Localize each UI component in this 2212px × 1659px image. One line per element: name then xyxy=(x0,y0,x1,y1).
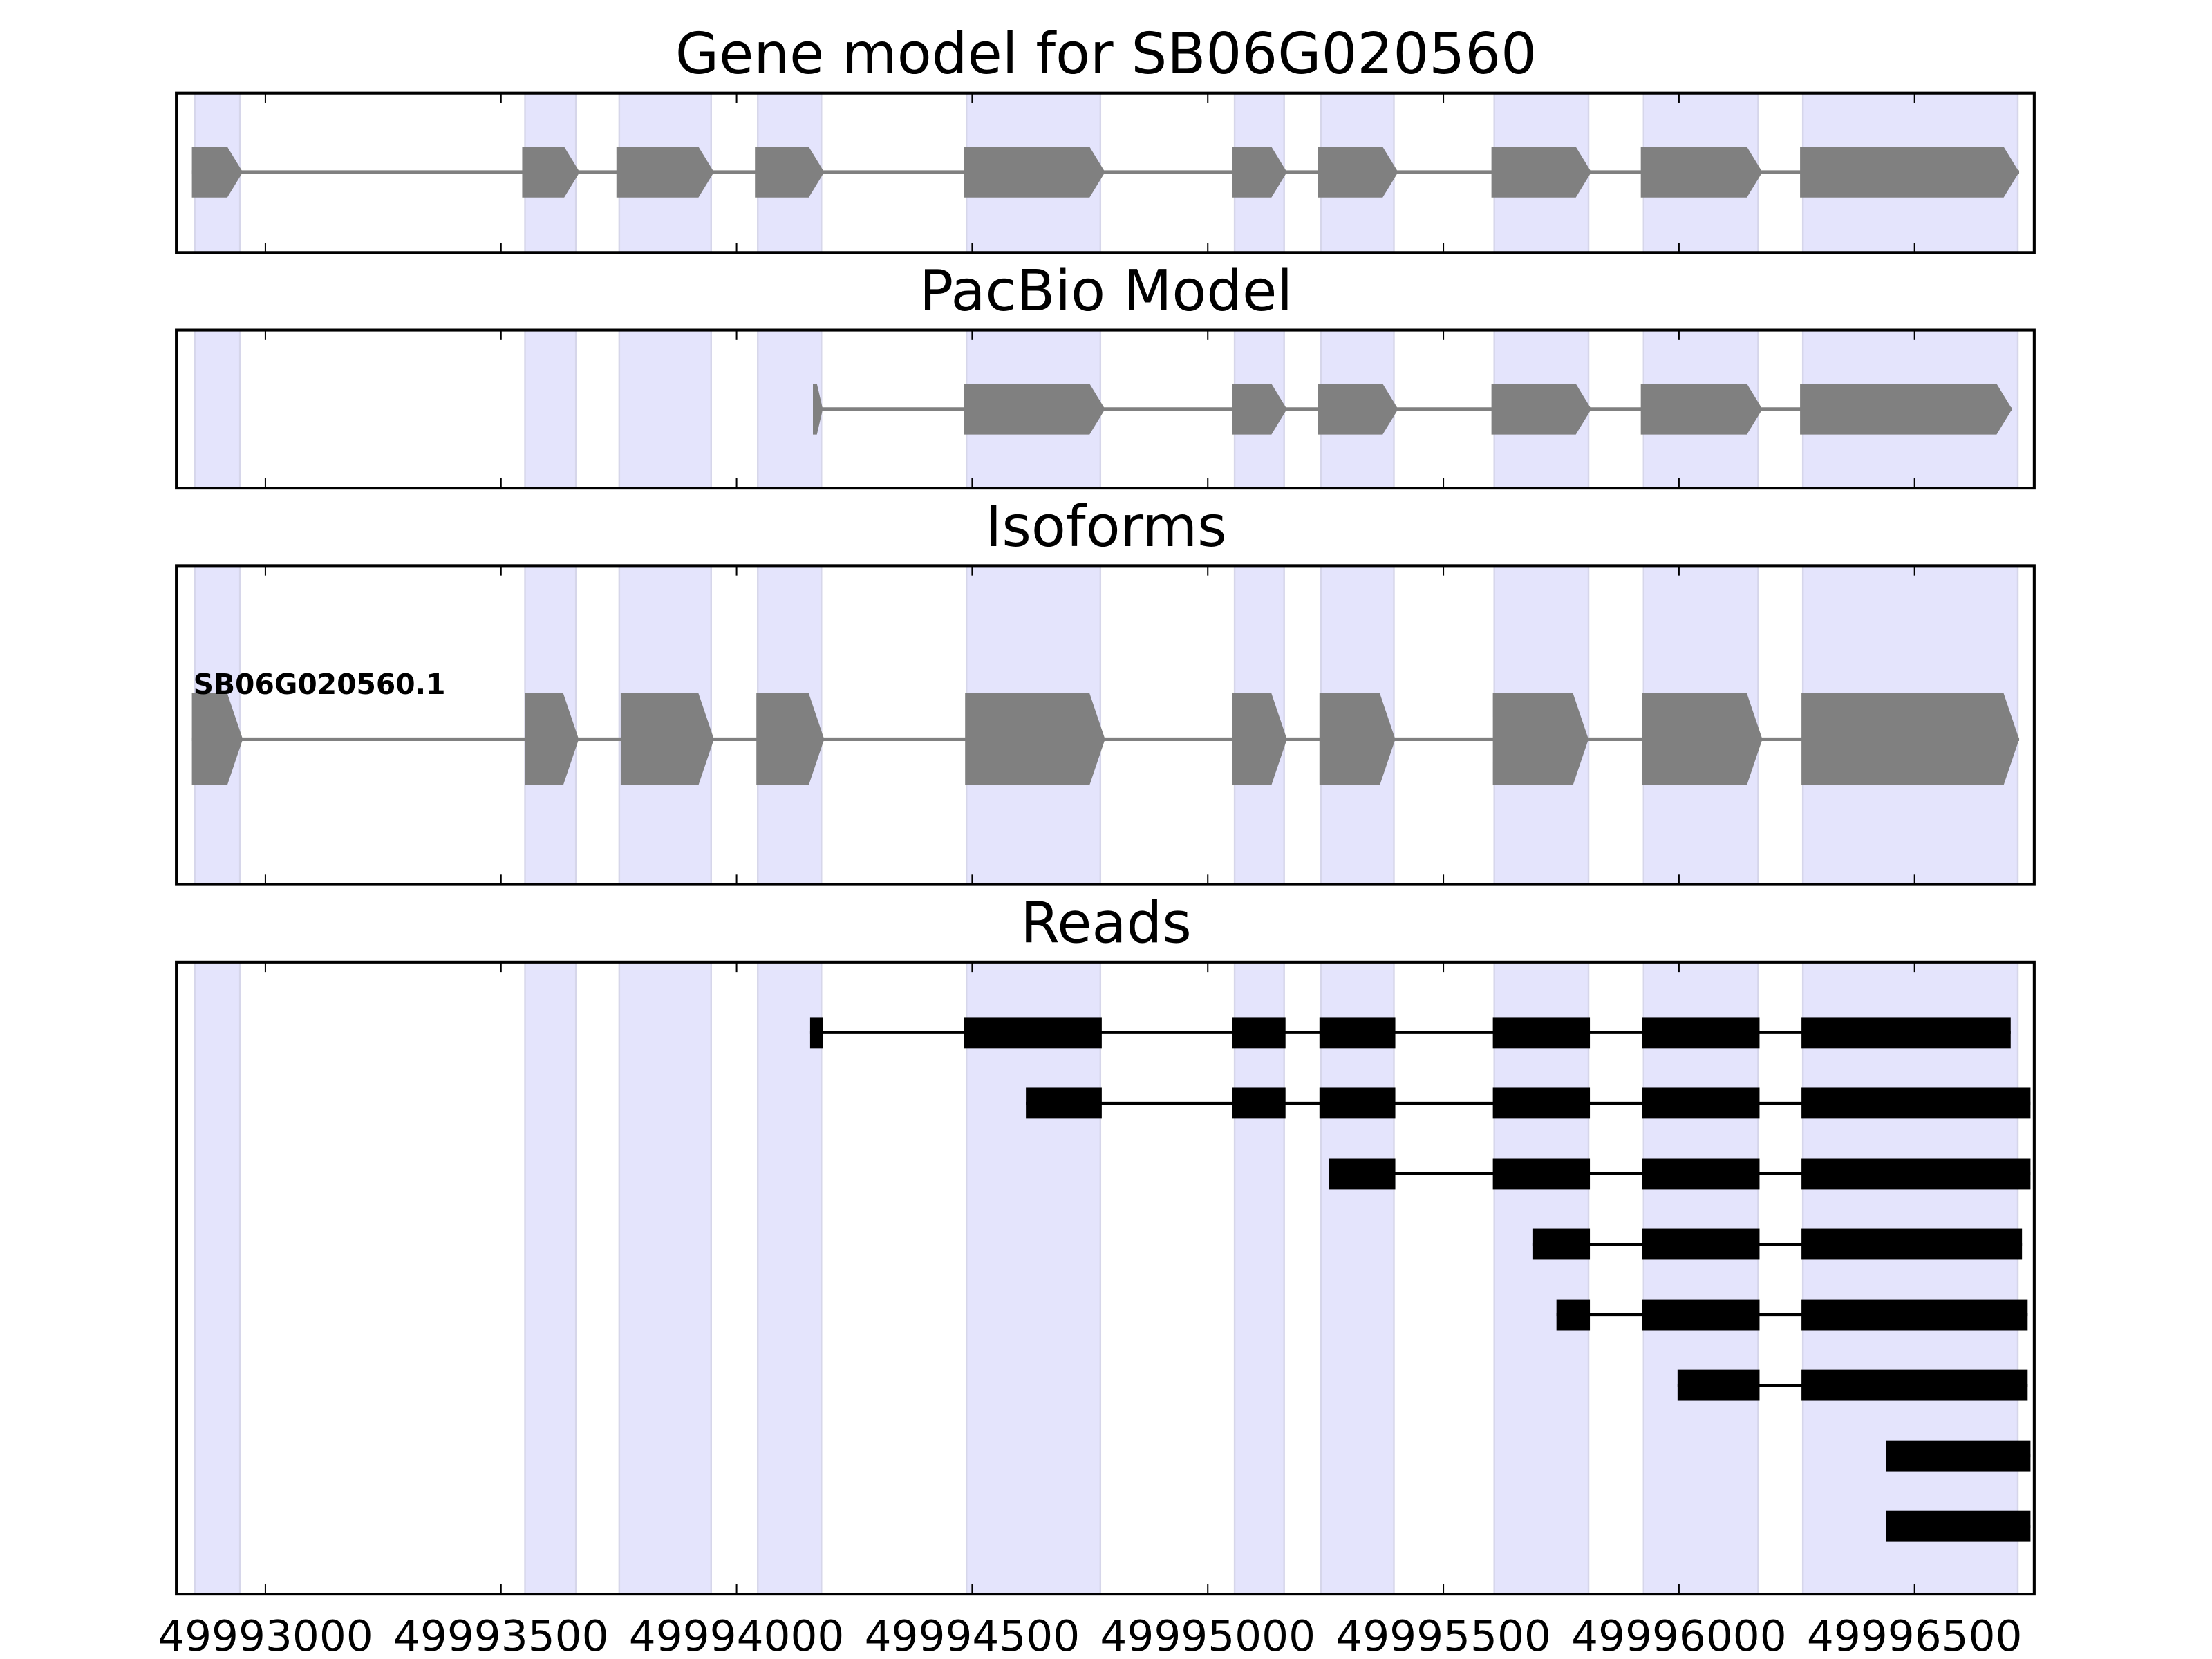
exon-arrow xyxy=(1640,384,1763,435)
exon-arrow xyxy=(1232,147,1287,198)
exon-arrow xyxy=(522,147,580,198)
exon-arrow xyxy=(1318,384,1398,435)
exon-highlight-band xyxy=(618,961,713,1595)
x-tick-label: 49994000 xyxy=(629,1612,845,1659)
panel-title: Isoforms xyxy=(985,494,1226,560)
panel-title: Reads xyxy=(1020,890,1192,956)
read-block xyxy=(1232,1087,1286,1119)
read-block xyxy=(1801,1158,2031,1190)
read xyxy=(1532,1228,2023,1260)
read xyxy=(1026,1087,2031,1119)
exon-arrow xyxy=(1642,693,1763,785)
read-block xyxy=(1886,1440,2031,1472)
read-block xyxy=(1801,1017,2011,1049)
read-block xyxy=(1642,1158,1760,1190)
panel-frame xyxy=(175,91,2036,254)
read-block xyxy=(1232,1017,1286,1049)
panel-frame xyxy=(175,328,2036,490)
read-block xyxy=(1642,1228,1760,1260)
exon-arrow xyxy=(965,693,1105,785)
read-block xyxy=(809,1017,823,1049)
exon-arrow xyxy=(620,693,714,785)
x-tick-label: 49993500 xyxy=(393,1612,609,1659)
read-block xyxy=(1642,1087,1760,1119)
panel-title: PacBio Model xyxy=(919,259,1293,324)
read-block xyxy=(1492,1017,1591,1049)
exon-arrow xyxy=(1640,147,1763,198)
panel-model: Gene model for SB06G020560 xyxy=(175,21,2036,254)
exon-arrow xyxy=(1801,693,2020,785)
exon-highlight-band xyxy=(1642,961,1759,1595)
exon-arrow xyxy=(1319,693,1396,785)
read-block xyxy=(1801,1299,2028,1331)
read xyxy=(1329,1158,2031,1190)
read xyxy=(809,1017,2011,1049)
read-block xyxy=(1886,1510,2031,1542)
x-tick-label: 49993000 xyxy=(158,1612,373,1659)
read-block xyxy=(1492,1087,1591,1119)
exon-arrow xyxy=(191,147,243,198)
x-tick-label: 49995000 xyxy=(1100,1612,1315,1659)
exon-highlight-band xyxy=(524,329,577,489)
exon-arrow xyxy=(616,147,714,198)
x-tick-label: 49996500 xyxy=(1807,1612,2023,1659)
exon-arrow xyxy=(1232,384,1287,435)
read-block xyxy=(1319,1017,1396,1049)
read-block xyxy=(1532,1228,1591,1260)
read-block xyxy=(964,1017,1102,1049)
exon-arrow xyxy=(525,693,579,785)
exon-highlight-band xyxy=(757,961,823,1595)
exon-highlight-band xyxy=(618,329,713,489)
read-block xyxy=(1801,1228,2023,1260)
exon-highlight-band xyxy=(194,329,241,489)
exon-arrow xyxy=(1232,693,1287,785)
panel-model: PacBio Model xyxy=(175,259,2036,490)
exon-arrow xyxy=(1492,693,1589,785)
exon-arrow xyxy=(1491,384,1592,435)
exon-highlight-band xyxy=(524,961,577,1595)
exon-arrow xyxy=(1491,147,1592,198)
read-block xyxy=(1026,1087,1102,1119)
read-block xyxy=(1319,1087,1396,1119)
exon-arrow xyxy=(1800,384,2012,435)
panel-frame xyxy=(175,564,2036,886)
read xyxy=(1556,1299,2028,1331)
read-block xyxy=(1556,1299,1591,1331)
exon-highlight-band xyxy=(194,961,241,1595)
exon-highlight-band xyxy=(1233,961,1285,1595)
read-block xyxy=(1492,1158,1591,1190)
exon-highlight-band xyxy=(1801,961,2019,1595)
read xyxy=(1677,1369,2028,1401)
exon-highlight-band xyxy=(966,961,1102,1595)
exon-arrow xyxy=(1318,147,1398,198)
x-tick-label: 49995500 xyxy=(1335,1612,1551,1659)
read-block xyxy=(1677,1369,1760,1401)
exon-arrow xyxy=(964,384,1105,435)
exon-highlight-band xyxy=(757,329,823,489)
exon-arrow xyxy=(756,693,825,785)
panel-title: Gene model for SB06G020560 xyxy=(675,21,1537,87)
exon-highlight-band xyxy=(1320,961,1395,1595)
read-block xyxy=(1642,1017,1760,1049)
exon-arrow xyxy=(191,693,243,785)
exon-arrow xyxy=(1800,147,2020,198)
read-block xyxy=(1642,1299,1760,1331)
isoform-label: SB06G020560.1 xyxy=(194,668,446,701)
panel-reads: Reads xyxy=(175,890,2036,1596)
x-tick-label: 49994500 xyxy=(865,1612,1080,1659)
read xyxy=(1886,1440,2031,1472)
read xyxy=(1886,1510,2031,1542)
exon-arrow xyxy=(964,147,1105,198)
exon-arrow xyxy=(755,147,825,198)
read-block xyxy=(1801,1087,2031,1119)
read-block xyxy=(1801,1369,2028,1401)
panel-frame xyxy=(175,960,2036,1596)
exon-highlight-band xyxy=(1493,961,1590,1595)
read-block xyxy=(1329,1158,1396,1190)
exon-arrow xyxy=(813,384,823,435)
x-tick-label: 49996000 xyxy=(1571,1612,1787,1659)
